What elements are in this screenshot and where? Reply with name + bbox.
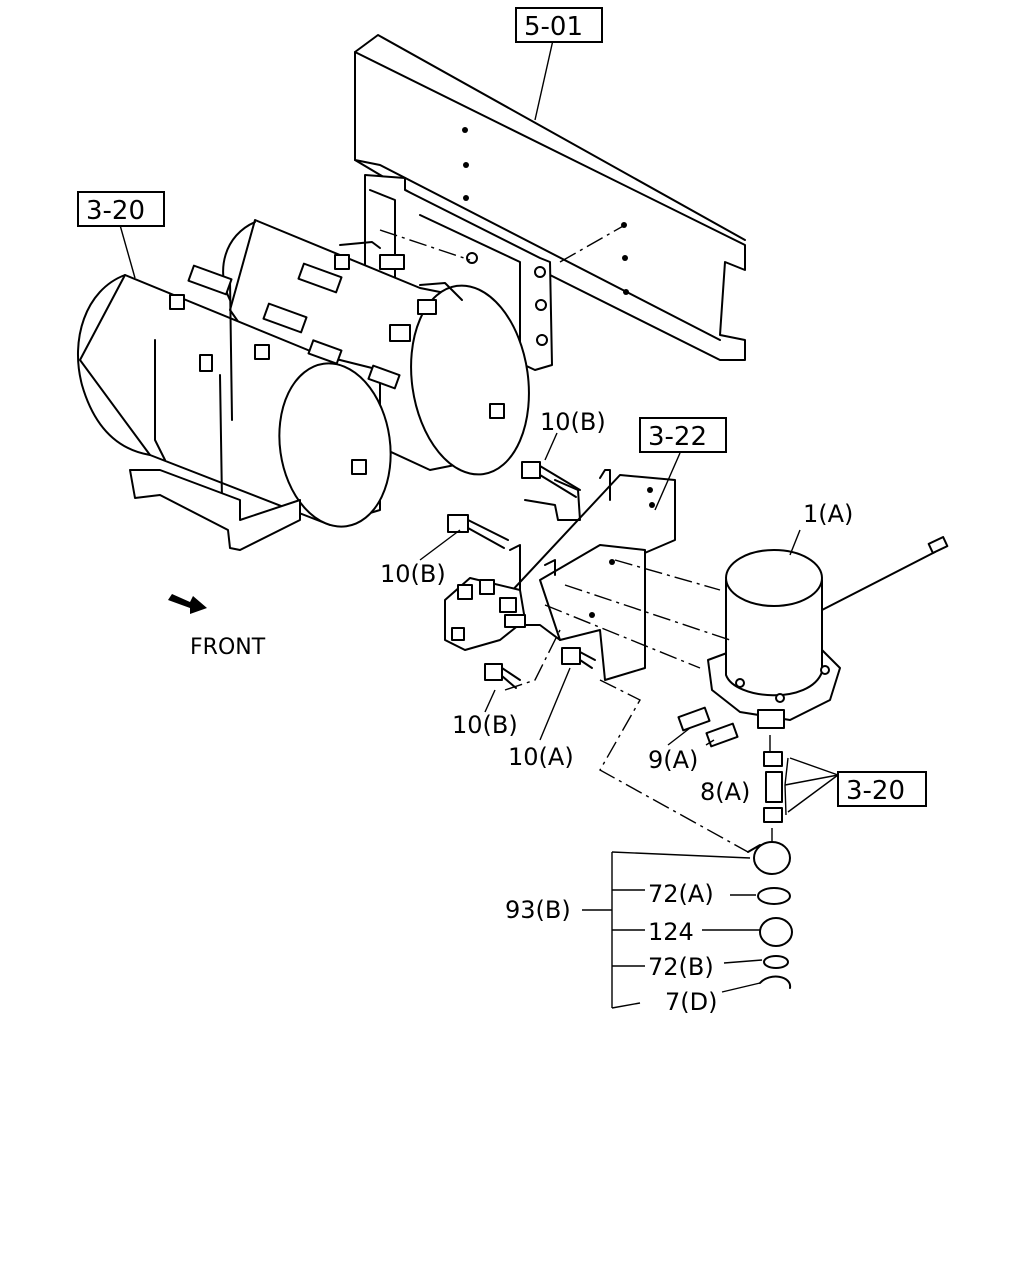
ref-5-01: 5-01 [524,12,583,42]
label-10b-bottom: 10(B) [452,711,518,739]
front-arrow-icon [168,594,207,614]
label-72b: 72(B) [648,953,714,981]
label-1a: 1(A) [803,500,853,528]
ref-box-3-20-top[interactable]: 3-20 [77,191,165,227]
label-7d: 7(D) [665,988,717,1016]
relay-valve [444,577,526,651]
label-72a: 72(A) [648,880,714,908]
ref-3-22: 3-22 [648,422,707,452]
kit-parts [757,887,793,989]
ref-box-5-01[interactable]: 5-01 [515,7,603,43]
label-9a: 9(A) [648,746,698,774]
bolts [447,461,596,689]
label-8a: 8(A) [700,778,750,806]
label-10b-top: 10(B) [540,408,606,436]
fittings-8a [763,751,783,823]
front-label: FRONT [190,635,266,660]
tank-fittings [187,254,437,390]
ref-3-20-bottom: 3-20 [846,776,905,806]
ref-box-3-22[interactable]: 3-22 [639,417,727,453]
cartridge [747,841,791,875]
air-dryer [707,536,949,729]
label-10a: 10(A) [508,743,574,771]
label-93b: 93(B) [505,896,571,924]
fittings-9a [677,706,739,748]
ref-3-20-top: 3-20 [86,196,145,226]
air-tank-front [77,274,392,528]
ref-box-3-20-bottom[interactable]: 3-20 [837,771,927,807]
label-124: 124 [648,918,694,946]
valve-bracket [479,469,676,681]
label-10b-left: 10(B) [380,560,446,588]
